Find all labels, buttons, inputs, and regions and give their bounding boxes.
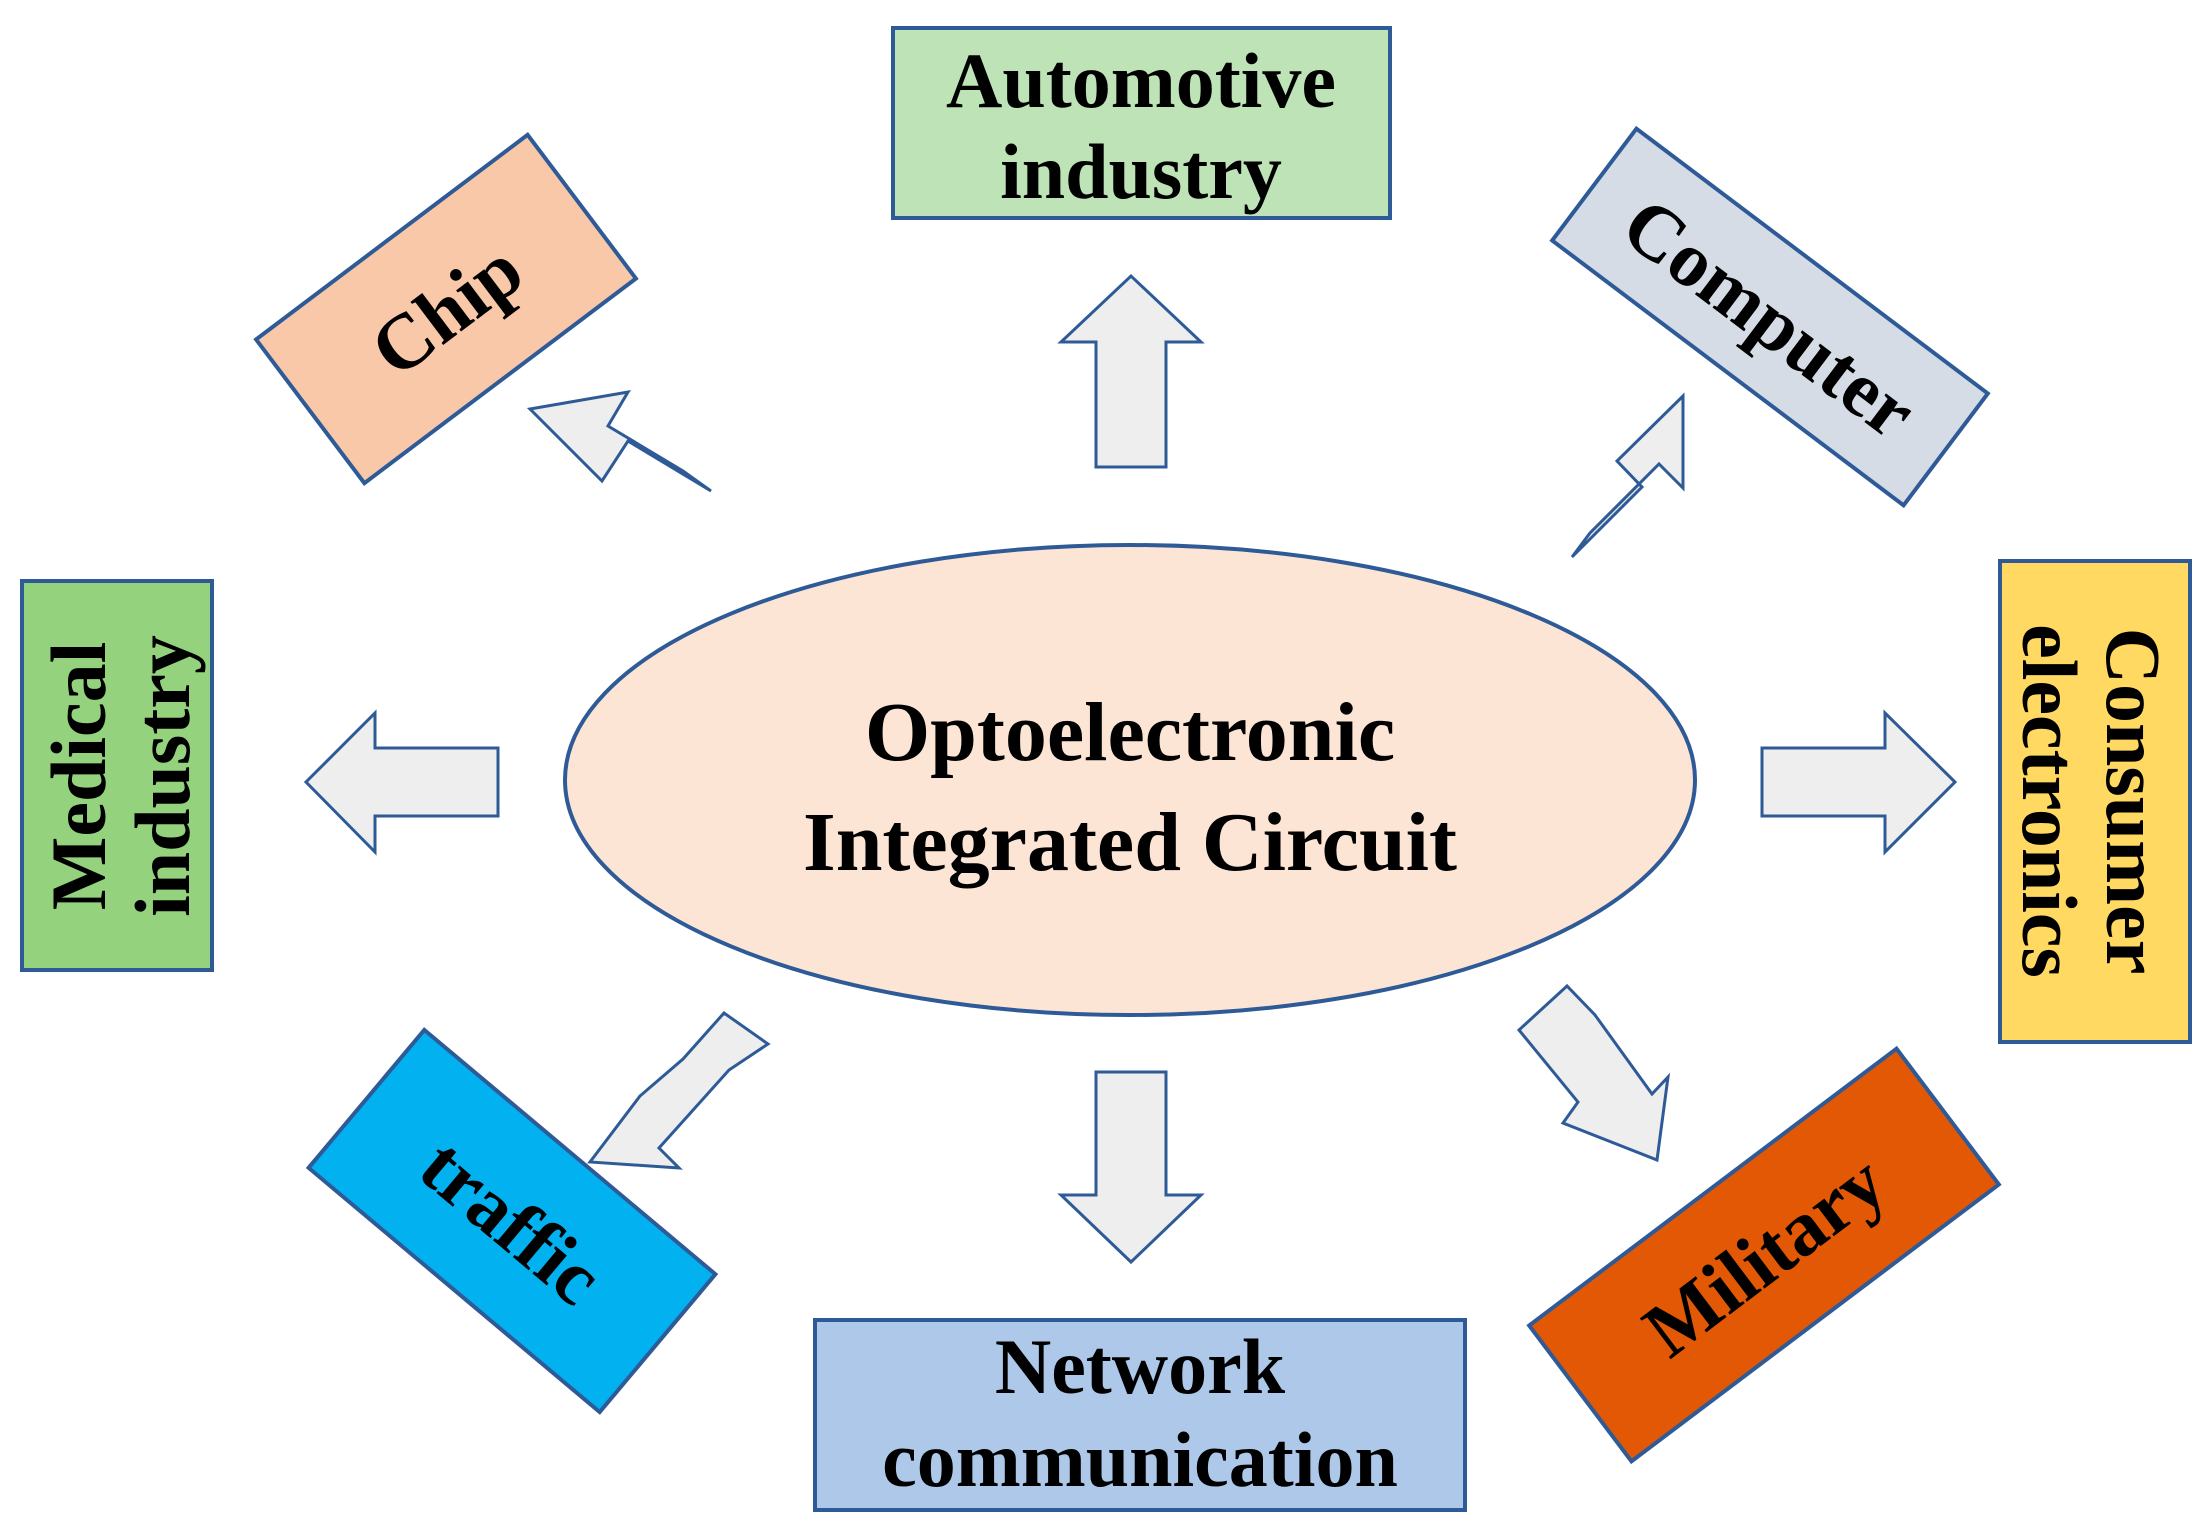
- arrow-upright-computer: [1570, 392, 1685, 559]
- arrow-upleft-chip: [526, 389, 712, 493]
- military-box-rect: [1526, 1045, 2002, 1465]
- computer-box-rect: [1549, 125, 1991, 509]
- box-network-communication: Network communication: [813, 1318, 1467, 1512]
- medical-label-line2: industry: [119, 635, 206, 917]
- network-box-rect: [813, 1318, 1467, 1512]
- box-consumer-electronics: Consumer electronics: [1998, 559, 2192, 1044]
- medical-box-rect: [20, 579, 214, 972]
- arrow-down-network: [1057, 1070, 1205, 1265]
- arrow-right-consumer: [1760, 709, 1958, 856]
- arrow-left-medical: [303, 709, 500, 856]
- center-node: Optoelectronic Integrated Circuit: [563, 543, 1697, 1017]
- medical-label-line1: Medical: [35, 642, 122, 911]
- arrows: [303, 273, 1958, 1265]
- consumer-label-line2: electronics: [2006, 624, 2093, 978]
- box-automotive-industry: Automotive industry: [891, 26, 1392, 220]
- box-computer: Computer: [1549, 125, 1991, 509]
- chip-box-rect: [253, 132, 639, 486]
- automotive-label-line1: Automotive: [946, 37, 1336, 124]
- network-label-line2: communication: [882, 1416, 1398, 1503]
- center-ellipse: [563, 543, 1697, 1017]
- consumer-label-line1: Consumer: [2090, 628, 2177, 975]
- automotive-label-line2: industry: [1000, 128, 1282, 215]
- automotive-box-rect: [891, 26, 1392, 220]
- center-title-line2: Integrated Circuit: [803, 796, 1457, 889]
- consumer-box-rect: [1998, 559, 2192, 1044]
- center-title-line1: Optoelectronic: [865, 686, 1395, 779]
- arrow-up-automotive: [1057, 273, 1205, 469]
- traffic-box-rect: [305, 1027, 719, 1415]
- network-label-line1: Network: [995, 1323, 1286, 1410]
- arrow-downleft-traffic: [587, 1011, 771, 1170]
- box-chip: Chip: [253, 132, 639, 486]
- arrow-downright-military: [1516, 983, 1671, 1163]
- box-medical-industry: Medical industry: [20, 579, 214, 972]
